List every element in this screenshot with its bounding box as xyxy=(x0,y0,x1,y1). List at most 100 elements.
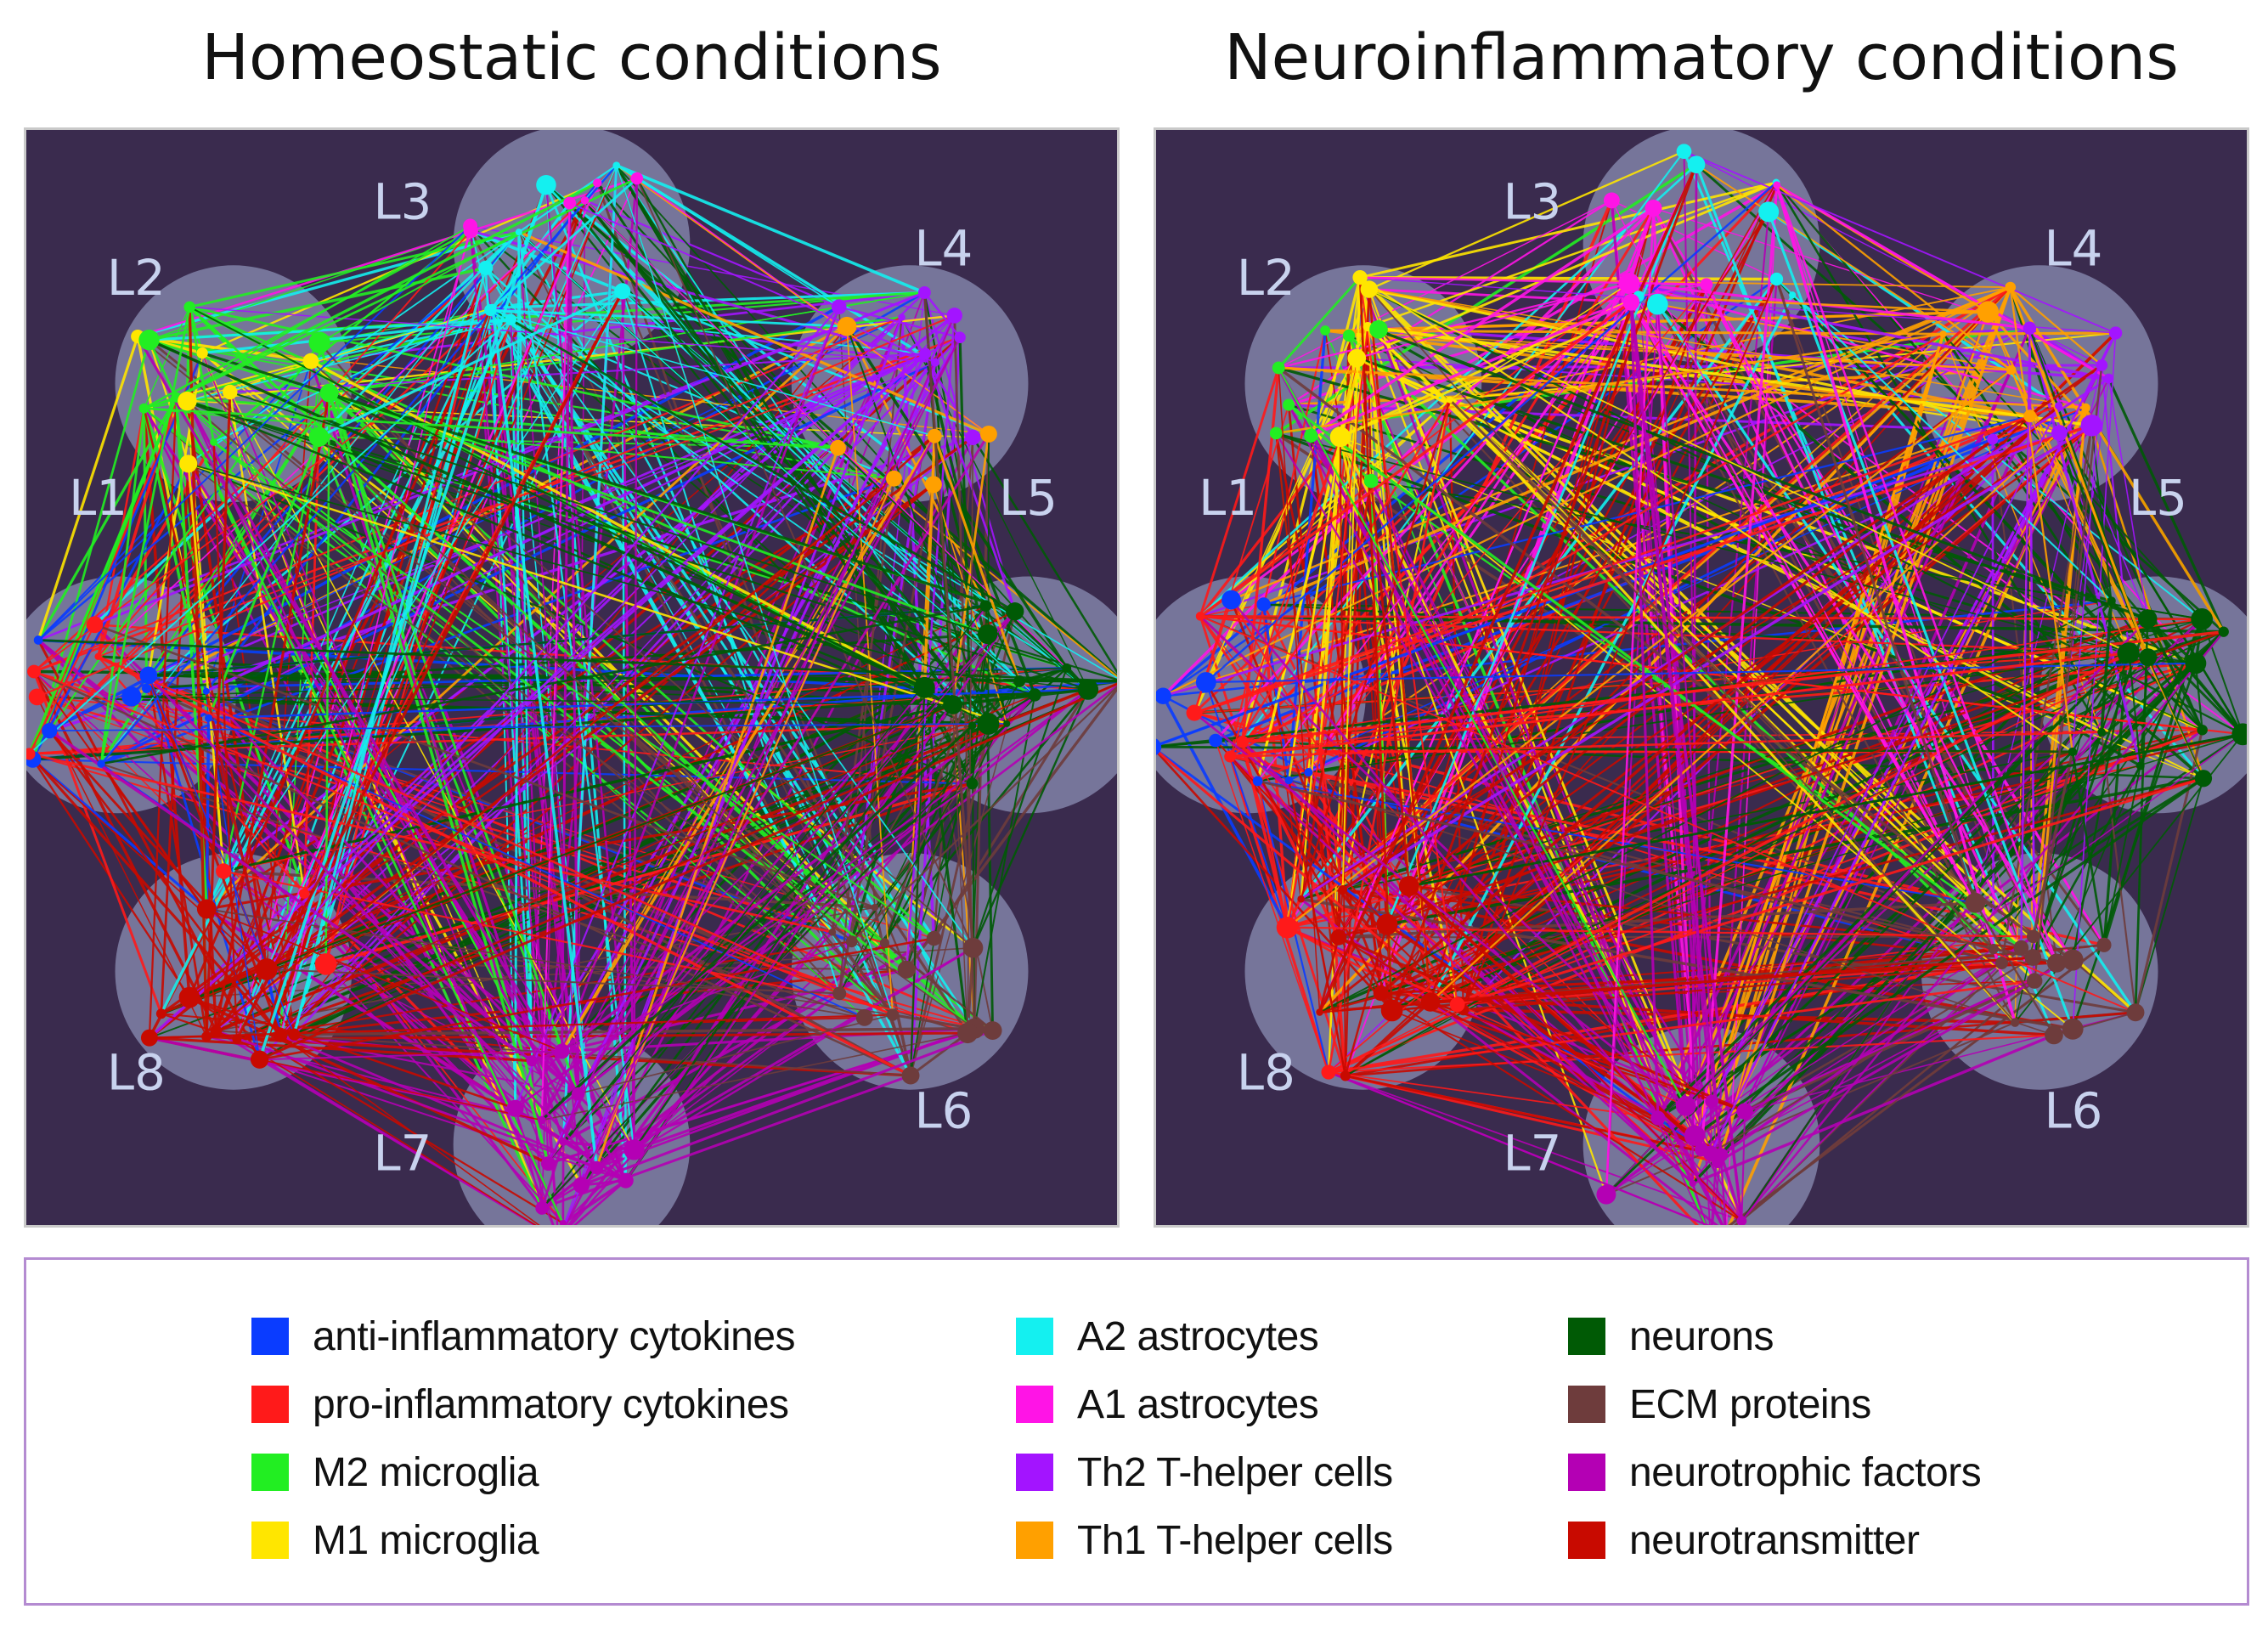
node-purple xyxy=(931,358,939,367)
edge-red xyxy=(37,696,973,785)
node-red xyxy=(1321,1064,1336,1080)
edge-cyan xyxy=(491,307,833,933)
edge-purple xyxy=(1162,424,2092,697)
legend-swatch xyxy=(1016,1318,1053,1355)
edge-orange xyxy=(1710,311,1989,1102)
edge-green xyxy=(143,229,471,409)
edge-dkred xyxy=(189,996,550,1166)
edge-cyan xyxy=(206,291,623,910)
layer-label-l5: L5 xyxy=(999,469,1058,527)
legend-label: M2 microglia xyxy=(313,1449,539,1495)
node-yellow xyxy=(1360,280,1379,298)
node-red xyxy=(1224,750,1237,763)
node-blue xyxy=(139,666,158,685)
node-green xyxy=(183,301,195,313)
layer-label-l1: L1 xyxy=(69,469,127,527)
edge-orange xyxy=(1276,332,1944,435)
node-orange xyxy=(2005,281,2017,293)
legend-item-neurons: neurons xyxy=(1568,1302,1981,1370)
edge-yellow xyxy=(176,360,312,398)
node-violet xyxy=(618,1172,634,1188)
node-purple xyxy=(2103,373,2114,384)
edge-red xyxy=(1241,741,1699,1225)
edge-purple xyxy=(1709,332,2117,1155)
edge-violet xyxy=(595,992,841,1169)
edge-red xyxy=(28,624,96,754)
edge-blue xyxy=(1156,748,1719,1163)
edge-dkred xyxy=(1358,277,1393,1011)
edge-cyan xyxy=(622,291,989,635)
layer-label-l8: L8 xyxy=(107,1044,166,1102)
node-dkred xyxy=(210,1025,223,1037)
node-green xyxy=(138,403,150,414)
node-green xyxy=(319,383,339,403)
edge-dkred xyxy=(1380,992,1742,1222)
edge-dkgreen xyxy=(2110,600,2203,731)
node-magenta xyxy=(1618,273,1640,295)
node-magenta xyxy=(1622,293,1640,311)
edge-green xyxy=(176,318,511,399)
network-nodes xyxy=(1156,144,2247,1225)
edge-cyan xyxy=(1775,278,2113,602)
edge-red xyxy=(1287,926,2034,938)
edge-dkred xyxy=(259,682,1117,1061)
node-blue xyxy=(33,635,43,645)
edge-dkgreen xyxy=(2100,601,2113,732)
node-blue xyxy=(1209,733,1222,748)
edge-yellow xyxy=(1368,288,2130,654)
edge-violet xyxy=(147,674,598,1169)
edge-violet xyxy=(561,202,572,1052)
edge-dkred xyxy=(1342,663,2197,891)
node-blue xyxy=(1284,776,1294,785)
edge-dkred xyxy=(1215,739,1388,925)
edge-red xyxy=(1193,599,1233,714)
edge-dkred xyxy=(1462,296,1640,1010)
edge-cyan xyxy=(514,232,521,1109)
edge-violet xyxy=(577,610,1016,1095)
edge-dkgreen xyxy=(38,639,1117,683)
edge-dkgreen xyxy=(540,725,973,1121)
edge-orange xyxy=(595,447,839,1168)
edge-brown xyxy=(1368,288,2016,1024)
edge-dkred xyxy=(1385,211,1770,925)
edge-red xyxy=(1229,330,1327,757)
node-purple xyxy=(919,347,932,359)
edge-dkred xyxy=(215,268,487,1031)
node-purple xyxy=(2023,321,2037,335)
edge-green xyxy=(27,397,178,755)
edge-dkred xyxy=(236,1031,968,1041)
node-green xyxy=(1304,428,1318,443)
edge-cyan xyxy=(318,290,623,438)
node-brown xyxy=(2026,929,2040,944)
edge-violet xyxy=(1701,935,2034,1150)
edge-red xyxy=(1328,980,2035,1074)
legend-swatch xyxy=(251,1386,289,1423)
node-magenta xyxy=(1603,192,1620,209)
node-purple xyxy=(954,331,966,343)
node-orange xyxy=(830,439,846,456)
edge-dkred xyxy=(1391,415,2031,1012)
edge-green xyxy=(1288,404,2023,949)
node-violet xyxy=(1689,1179,1696,1188)
node-dkred xyxy=(1376,913,1398,935)
edge-dkred xyxy=(279,1035,540,1225)
edge-violet xyxy=(259,1059,627,1182)
edge-green xyxy=(1278,276,1362,369)
layer-label-l7: L7 xyxy=(1503,1124,1561,1182)
edge-violet xyxy=(1691,1033,2055,1185)
node-brown xyxy=(2046,953,2067,973)
edge-cyan xyxy=(187,319,511,402)
edge-violet xyxy=(633,178,638,1150)
edge-red xyxy=(1328,1008,1464,1073)
edge-purple xyxy=(470,229,936,364)
edge-purple xyxy=(229,353,926,393)
node-red xyxy=(27,664,42,679)
node-yellow xyxy=(223,384,238,400)
edge-yellow xyxy=(1356,181,1777,360)
edge-dkgreen xyxy=(1386,776,2204,926)
node-dkgreen xyxy=(2185,652,2207,675)
node-blue xyxy=(1156,738,1162,755)
legend-swatch xyxy=(1016,1454,1053,1491)
layer-label-l2: L2 xyxy=(1237,249,1295,307)
node-blue xyxy=(205,714,213,722)
